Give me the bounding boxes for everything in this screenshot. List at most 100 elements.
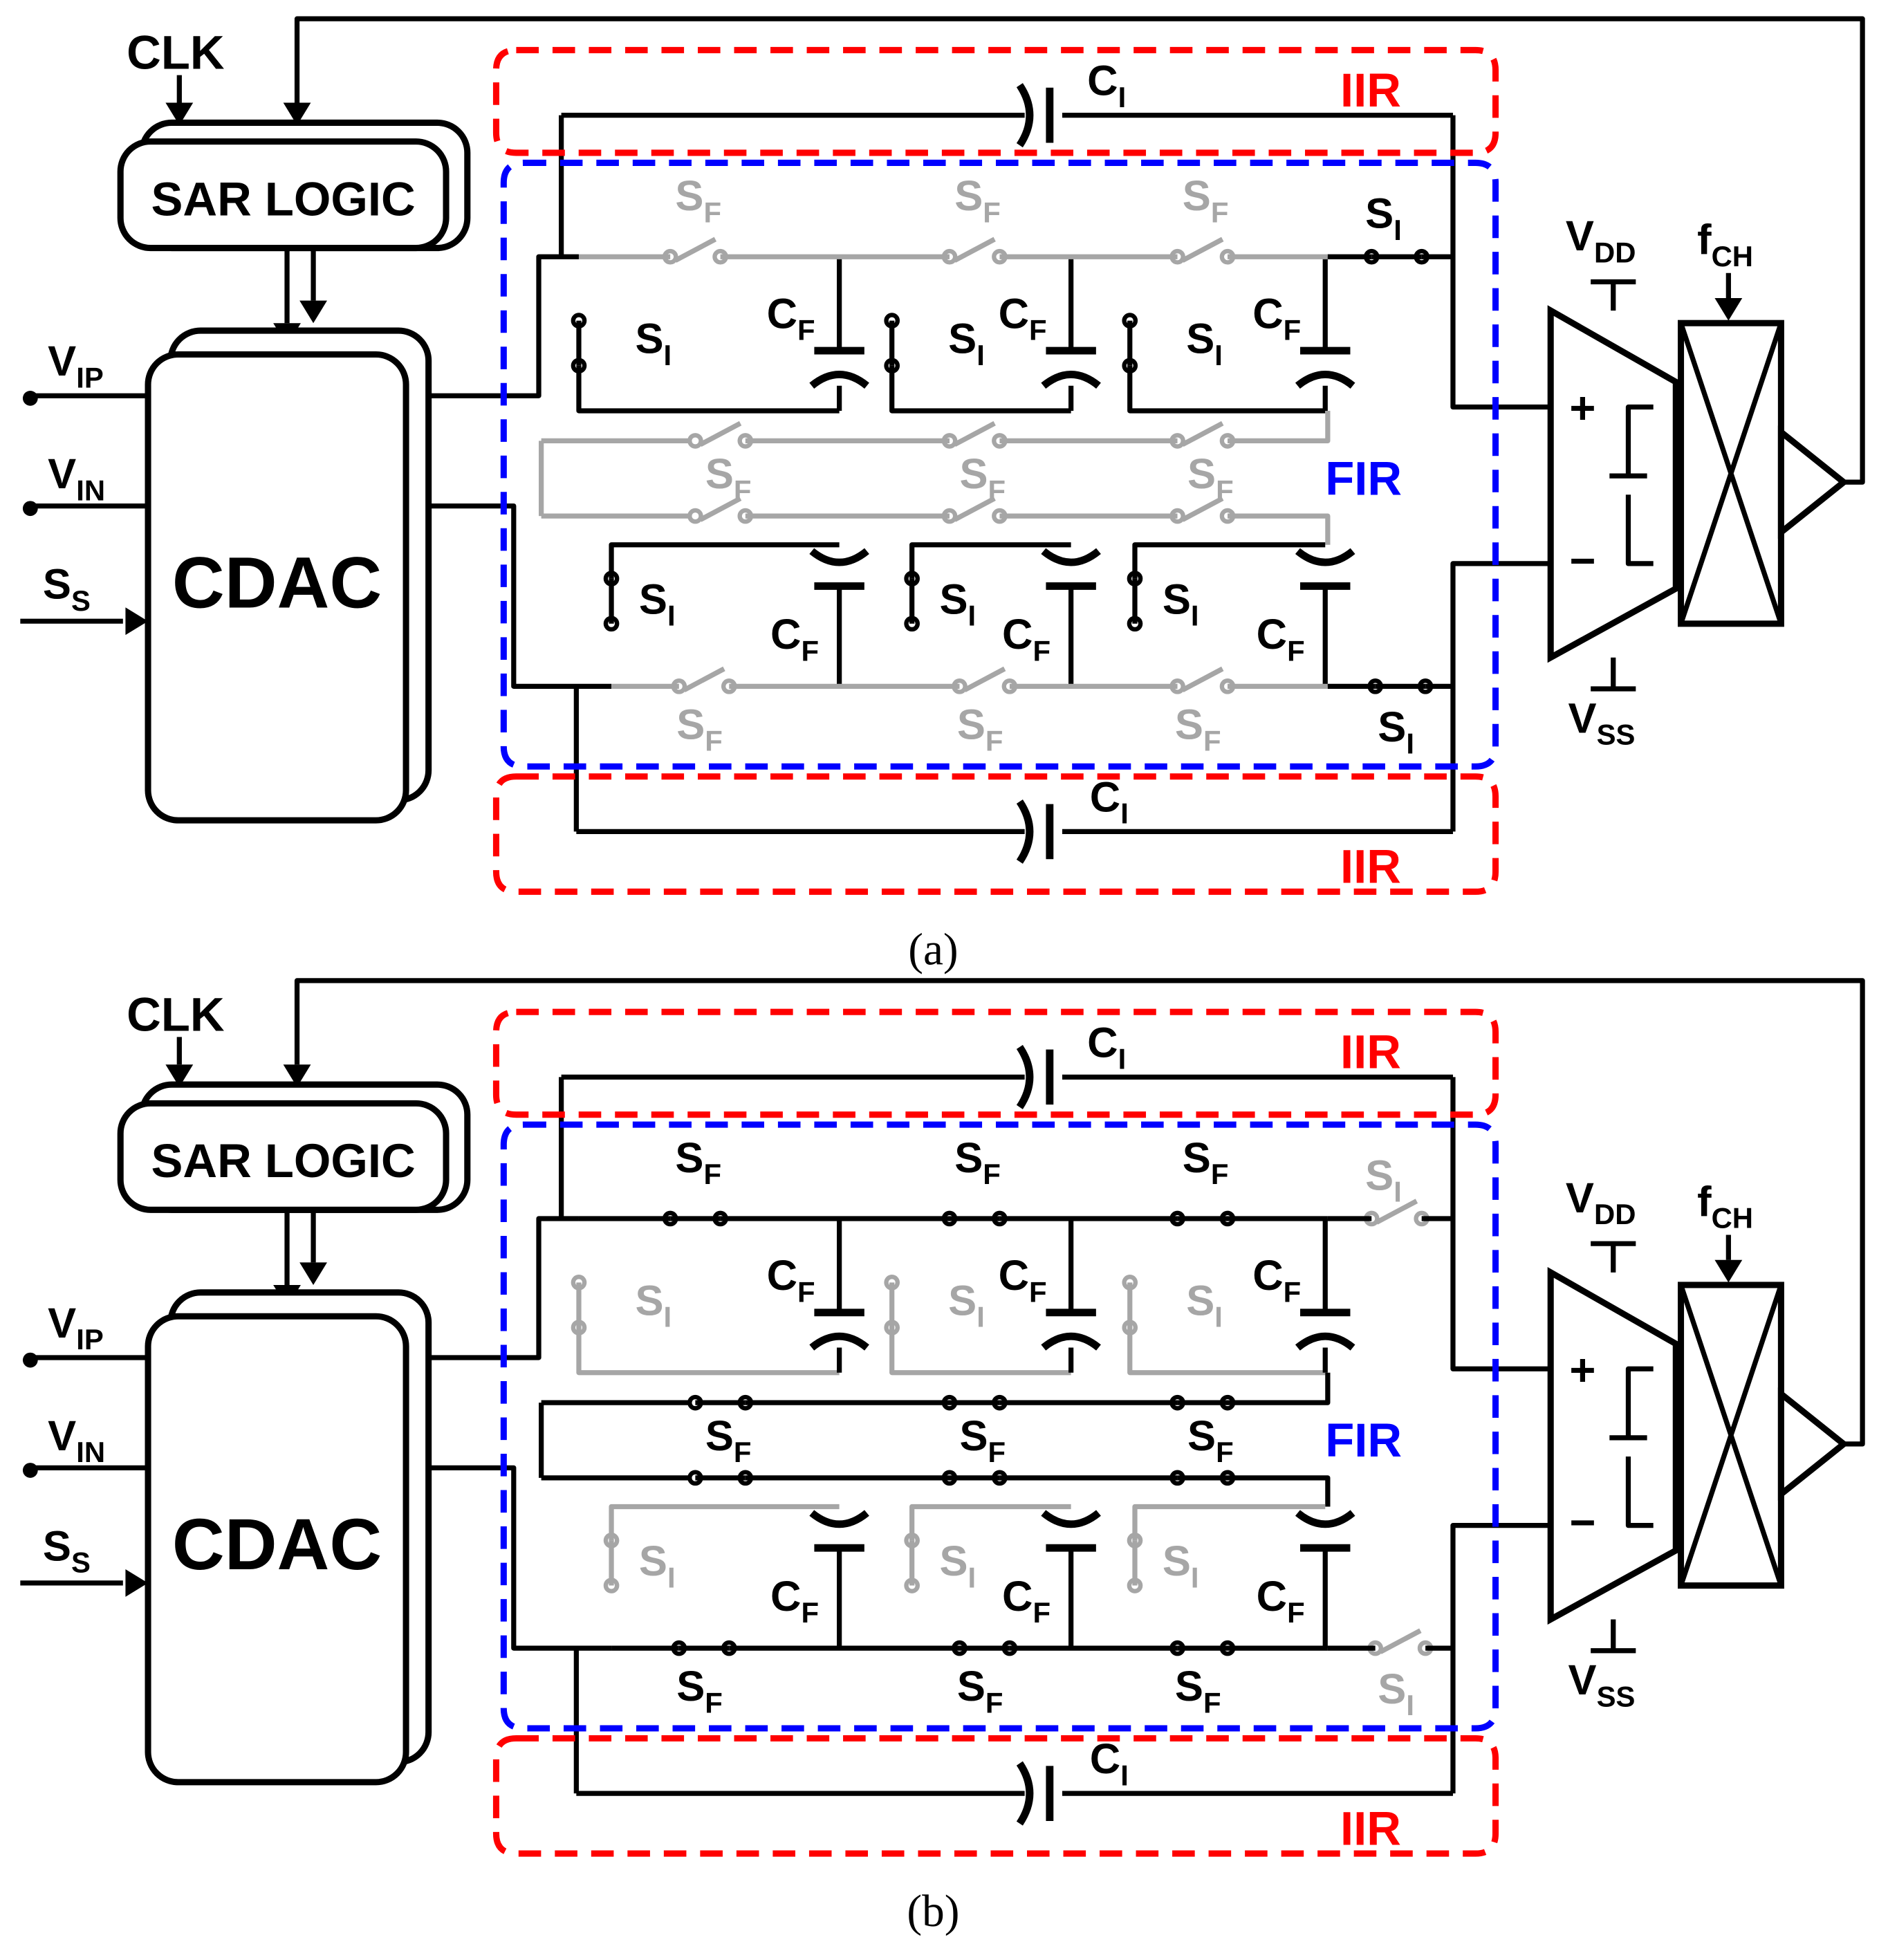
cf-capacitor-label: CF (767, 290, 815, 346)
si-switch-label: SI (939, 575, 976, 631)
sf-switch-label: SF (959, 450, 1006, 506)
ci-capacitor-label: CI (1090, 773, 1129, 829)
iir-bottom: CI (576, 1735, 1453, 1826)
sf-switch-label: SF (675, 172, 721, 228)
ci-capacitor-label: CI (1087, 57, 1126, 113)
iir-boundary-bottom (492, 1735, 1499, 1857)
comparator (1777, 1387, 1849, 1501)
clk-input: CLK (127, 26, 225, 126)
vip-label: VIP (48, 338, 104, 394)
ci-capacitor-label: CI (1087, 1019, 1126, 1075)
opamp: + − VDD VSS (1547, 1174, 1679, 1712)
cf-capacitor-label: CF (1252, 1252, 1301, 1308)
cf-capacitor-label: CF (1002, 1573, 1050, 1629)
sf-switch-label: SF (676, 701, 723, 757)
cf-capacitor-label: CF (767, 1252, 815, 1308)
ci-capacitor-label: CI (1090, 1735, 1129, 1791)
cf-capacitor-label: CF (1257, 611, 1305, 667)
cdac-label: CDAC (172, 542, 382, 623)
clk-label: CLK (127, 988, 225, 1041)
si-switch-label: SI (639, 575, 676, 631)
ss-label: SS (43, 1522, 91, 1578)
si-output-switch-label: SI (1378, 703, 1414, 759)
sf-switch-label: SF (954, 1134, 1001, 1190)
si-switch-label: SI (635, 1277, 672, 1333)
clk-input: CLK (127, 988, 225, 1087)
sar-logic-label: SAR LOGIC (151, 1134, 415, 1187)
sf-switch-label: SF (676, 1663, 723, 1719)
chopper: fCH (1678, 216, 1784, 627)
chopper: fCH (1678, 1178, 1784, 1589)
sf-switch-label: SF (675, 1134, 721, 1190)
iir-label-top: IIR (1340, 64, 1401, 117)
sf-switch-label: SF (1175, 701, 1221, 757)
sf-switch-label: SF (957, 1663, 1003, 1719)
cdac-block: CDAC (145, 327, 432, 824)
fch-label: fCH (1697, 1178, 1753, 1234)
iir-top: CI (561, 1019, 1453, 1109)
si-switch-label: SI (1186, 1277, 1223, 1333)
comparator (1777, 425, 1849, 539)
si-switch-label: SI (1163, 1537, 1199, 1593)
sf-switch-label: SF (1183, 1134, 1229, 1190)
sf-switch-label: SF (705, 450, 752, 506)
cf-capacitor-label: CF (1002, 611, 1050, 667)
sf-switch-label: SF (1183, 172, 1229, 228)
iir-boundary-top (492, 46, 1499, 156)
cdac-block: CDAC (145, 1289, 432, 1786)
iir-top: CI (561, 57, 1453, 148)
si-output-switch-label: SI (1365, 1152, 1402, 1208)
clk-label: CLK (127, 26, 225, 80)
fir-label: FIR (1325, 452, 1402, 505)
fir-boundary (500, 1121, 1499, 1732)
panel-caption: (b) (907, 1887, 959, 1936)
iir-label-top: IIR (1340, 1026, 1401, 1079)
vin-label: VIN (48, 450, 105, 506)
sar-logic-block: SAR LOGIC (117, 1081, 471, 1213)
fir-boundary (500, 159, 1499, 770)
cf-capacitor-label: CF (1252, 290, 1301, 346)
opamp-minus-label: − (1569, 535, 1595, 586)
fir-label: FIR (1325, 1414, 1402, 1467)
si-switch-label: SI (635, 315, 672, 371)
iir-boundary-top (492, 1008, 1499, 1118)
opamp-plus-label: + (1569, 1344, 1595, 1395)
sar-logic-block: SAR LOGIC (117, 119, 471, 252)
cdac-inputs: VIP VIN SS (20, 338, 149, 636)
vin-label: VIN (48, 1412, 105, 1468)
vip-terminal-icon (22, 390, 38, 406)
cdac-label: CDAC (172, 1504, 382, 1585)
sf-switch-label: SF (705, 1412, 752, 1468)
cf-capacitor-label: CF (999, 290, 1047, 346)
feedback-wire (283, 978, 1865, 1447)
vin-terminal-icon (22, 501, 38, 517)
iir-label-bottom: IIR (1340, 1802, 1401, 1855)
sf-switch-label: SF (1187, 450, 1234, 506)
vdd-label: VDD (1566, 212, 1636, 268)
vin-terminal-icon (22, 1463, 38, 1478)
vdd-label: VDD (1566, 1174, 1636, 1230)
cf-capacitor-label: CF (1257, 1573, 1305, 1629)
cf-capacitor-label: CF (999, 1252, 1047, 1308)
vip-terminal-icon (22, 1352, 38, 1368)
sf-switch-label: SF (1187, 1412, 1234, 1468)
sf-switch-label: SF (959, 1412, 1006, 1468)
opamp-minus-label: − (1569, 1497, 1595, 1548)
si-output-switch-label: SI (1365, 190, 1402, 246)
si-switch-label: SI (948, 315, 985, 371)
sf-switch-label: SF (954, 172, 1001, 228)
vss-label: VSS (1568, 1656, 1636, 1712)
fch-label: fCH (1697, 216, 1753, 272)
iir-bottom: CI (576, 773, 1453, 864)
iir-boundary-bottom (492, 773, 1499, 895)
sf-switch-label: SF (1175, 1663, 1221, 1719)
iir-label-bottom: IIR (1340, 840, 1401, 894)
feedback-wire (283, 16, 1865, 485)
sf-switch-label: SF (957, 701, 1003, 757)
ss-label: SS (43, 561, 91, 617)
